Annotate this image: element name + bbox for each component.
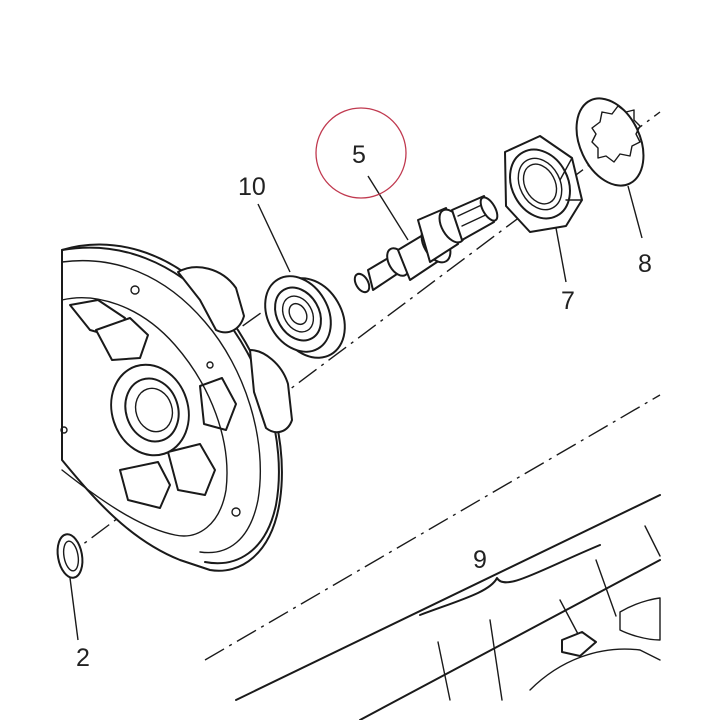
part-7-hex-nut: [504, 135, 583, 233]
part-5-shaft: [353, 195, 499, 294]
part-2-ring: [56, 533, 84, 579]
part-10-bearing: [264, 275, 346, 359]
callout-7: 7: [561, 287, 575, 315]
callout-10: 10: [238, 173, 266, 201]
leader-10: [257, 203, 291, 273]
leader-2: [69, 577, 79, 641]
callout-5: 5: [352, 141, 366, 169]
leader-8: [627, 185, 643, 239]
leader-5: [367, 175, 409, 241]
center-axis-long: [204, 394, 661, 661]
leader-lines: [69, 175, 643, 641]
part-8-lock-washer: [575, 97, 645, 187]
flange-housing: [60, 243, 293, 572]
part-9-housing: [235, 494, 661, 720]
leader-7: [555, 227, 567, 283]
callout-2: 2: [76, 644, 90, 672]
callout-9: 9: [473, 546, 487, 574]
callout-5-highlight-circle: [315, 107, 407, 199]
callout-8: 8: [638, 250, 652, 278]
